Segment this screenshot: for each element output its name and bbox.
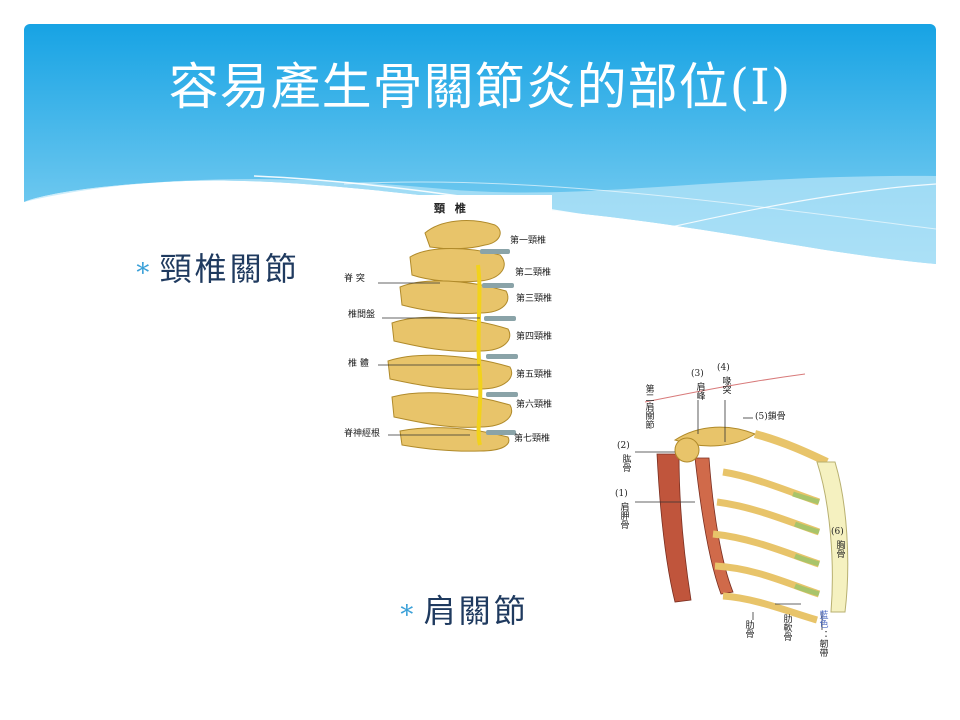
nerve-root-shape (476, 264, 483, 446)
callout-spinous-process: 脊 突 (344, 274, 365, 284)
callout-vertebral-body: 椎 體 (348, 359, 369, 369)
bullet-text: 肩關節 (423, 592, 529, 630)
label-scapula: 肩胛骨 (618, 502, 629, 529)
label-humerus-number: (2) (617, 441, 630, 451)
label-acromion-number: (3) (691, 369, 704, 379)
bullet-text: 頸椎關節 (159, 250, 300, 288)
bullet-shoulder: ∗肩關節 (398, 586, 529, 632)
vertebra-label: 第七頸椎 (514, 434, 551, 444)
rib-shapes (712, 468, 821, 624)
label-clavicle: (5)鎖骨 (755, 412, 786, 422)
vertebra-label: 第六頸椎 (516, 400, 553, 410)
label-acromion: 肩峰 (694, 382, 705, 400)
slide-title: 容易產生骨關節炎的部位(I) (168, 58, 792, 116)
label-ligament: ：韌帶 (817, 630, 828, 657)
label-scapula-number: (1) (615, 489, 628, 499)
disc-shapes (480, 249, 518, 435)
muscle-shape (656, 453, 692, 603)
sternum-shape (816, 461, 849, 613)
label-blue-note: 藍色 (817, 610, 828, 628)
vertebra-label: 第二頸椎 (515, 268, 552, 278)
vertebra-label: 第四頸椎 (516, 332, 553, 342)
callout-intervertebral-disc: 椎間盤 (348, 310, 376, 320)
label-sternum-number: (6) (831, 527, 844, 537)
vertebra-label: 第三頸椎 (516, 294, 553, 304)
label-rib: 肋骨 (743, 620, 754, 638)
label-second-shoulder-joint: 第二肩關節 (643, 384, 654, 429)
cervical-spine-illustration (378, 220, 518, 452)
vertebra-label: 第一頸椎 (510, 236, 547, 246)
leader-lines (635, 400, 823, 630)
bullet-marker-icon: ∗ (134, 253, 152, 283)
callout-nerve-root: 脊神經根 (344, 429, 381, 439)
vertebra-shapes (387, 220, 512, 452)
vertebra-label: 第五頸椎 (516, 370, 553, 380)
cartilage-shapes (792, 491, 820, 597)
leader-lines (378, 282, 480, 436)
label-coracoid-number: (4) (717, 363, 730, 373)
label-costal-cartilage: 肋軟骨 (781, 614, 792, 641)
label-sternum: 胸骨 (834, 540, 845, 558)
shoulder-illustration (635, 373, 849, 630)
figure-title: 頸 椎 (434, 202, 469, 215)
label-humerus: 肱骨 (620, 454, 631, 472)
bullet-cervical: ∗頸椎關節 (134, 244, 300, 290)
shoulder-joint-figure: 第二肩關節 (3) 肩峰 (4) 喙突 (5)鎖骨 (2) 肱骨 (1) 肩胛骨… (605, 362, 867, 672)
cervical-spine-figure: 頸 椎 第一頸椎 第二頸椎 第三頸椎 第四頸椎 第五頸椎 第六頸椎 第七頸椎 脊… (330, 195, 552, 457)
bullet-marker-icon: ∗ (398, 595, 416, 625)
label-coracoid: 喙突 (720, 376, 731, 394)
